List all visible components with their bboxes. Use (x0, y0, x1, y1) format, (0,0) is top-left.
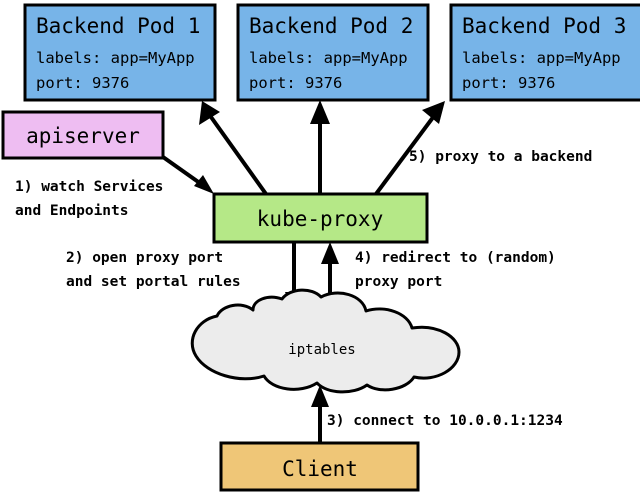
edge-label-connect-to-vip: 3) connect to 10.0.0.1:1234 (327, 413, 563, 429)
edge-redirect-to-proxy-port-arrowhead (321, 242, 339, 264)
edge-label-proxy-to-backend: 5) proxy to a backend (409, 149, 592, 165)
iptables-label: iptables (288, 342, 355, 358)
apiserver-title: apiserver (26, 124, 140, 148)
edge-label-open-proxy-port: 2) open proxy port and set portal rules (66, 250, 241, 290)
backend-pod-1-port: port: 9376 (36, 74, 129, 92)
edge-label-connect-to-vip-line1: 3) connect to 10.0.0.1:1234 (327, 413, 563, 429)
node-apiserver[interactable]: apiserver (1, 110, 165, 160)
node-backend-pod-1[interactable]: Backend Pod 1 labels: app=MyApp port: 93… (23, 3, 217, 102)
backend-pod-3-labels: labels: app=MyApp (462, 49, 621, 67)
client-title: Client (282, 457, 358, 481)
edge-label-redirect-to-proxy-port: 4) redirect to (random) proxy port (355, 250, 556, 290)
edge-proxy-to-pod-1-line (209, 115, 268, 196)
kube-proxy-title: kube-proxy (257, 207, 383, 231)
edge-label-proxy-to-backend-line1: 5) proxy to a backend (409, 149, 592, 165)
edge-proxy-to-pod-1 (199, 101, 268, 196)
backend-pod-2-box[interactable] (236, 3, 430, 102)
edge-connect-to-vip-arrowhead (311, 385, 329, 407)
edge-label-watch-services-line1: 1) watch Services (15, 179, 163, 195)
edge-watch-services (161, 155, 214, 194)
node-iptables[interactable]: iptables (190, 288, 461, 394)
backend-pod-1-box[interactable] (23, 3, 217, 102)
edge-proxy-to-backend-arrowhead (422, 101, 445, 124)
backend-pod-3-port: port: 9376 (462, 74, 555, 92)
iptables-cloud-shape[interactable] (190, 288, 461, 394)
backend-pod-1-title: Backend Pod 1 (36, 14, 200, 38)
backend-pod-3-title: Backend Pod 3 (462, 14, 626, 38)
node-backend-pod-2[interactable]: Backend Pod 2 labels: app=MyApp port: 93… (236, 3, 430, 102)
edge-watch-services-arrowhead (194, 175, 214, 194)
edge-watch-services-line (161, 155, 206, 188)
edge-label-redirect-line2: proxy port (355, 274, 442, 290)
backend-pod-2-labels: labels: app=MyApp (249, 49, 408, 67)
apiserver-box[interactable] (1, 110, 165, 160)
edge-connect-to-vip (311, 385, 329, 443)
backend-pod-1-labels: labels: app=MyApp (36, 49, 195, 67)
edge-proxy-to-pod-2-arrowhead (310, 100, 330, 124)
edge-proxy-to-backend-line (374, 114, 436, 196)
kube-proxy-box[interactable] (212, 192, 429, 244)
node-kube-proxy[interactable]: kube-proxy (212, 192, 429, 244)
edge-proxy-to-backend (374, 101, 445, 196)
edge-label-redirect-line1: 4) redirect to (random) (355, 250, 556, 266)
backend-pod-2-title: Backend Pod 2 (249, 14, 413, 38)
node-client[interactable]: Client (219, 441, 420, 492)
edge-label-watch-services-line2: and Endpoints (15, 203, 129, 219)
edge-proxy-to-pod-1-arrowhead (199, 101, 220, 125)
client-box[interactable] (219, 441, 420, 492)
edge-label-watch-services: 1) watch Services and Endpoints (15, 179, 163, 219)
edge-label-open-proxy-port-line2: and set portal rules (66, 274, 241, 290)
node-backend-pod-3[interactable]: Backend Pod 3 labels: app=MyApp port: 93… (449, 3, 640, 102)
edge-label-open-proxy-port-line1: 2) open proxy port (66, 250, 223, 266)
edge-proxy-to-pod-2 (310, 100, 330, 194)
backend-pod-2-port: port: 9376 (249, 74, 342, 92)
backend-pod-3-box[interactable] (449, 3, 640, 102)
